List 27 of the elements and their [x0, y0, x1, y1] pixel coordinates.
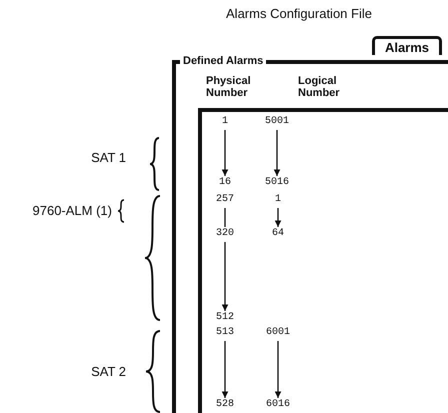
number-value: 5001	[259, 116, 295, 128]
group-label: 9760-ALM (1)	[32, 203, 112, 218]
connector-line	[224, 208, 226, 227]
group-label: SAT 1	[91, 150, 126, 165]
column-heading: Physical Number	[206, 75, 252, 99]
column-heading: Logical Number	[298, 75, 341, 99]
group-label: SAT 2	[91, 364, 126, 379]
number-value: 320	[207, 228, 243, 240]
number-value: 512	[207, 312, 243, 324]
arrow	[222, 341, 228, 398]
number-value: 64	[260, 228, 296, 240]
number-value: 6001	[260, 327, 296, 339]
number-value: 5016	[259, 177, 295, 189]
number-value: 16	[207, 177, 243, 189]
tab-label: Alarms	[372, 36, 442, 55]
arrow	[274, 130, 280, 176]
number-value: 528	[207, 399, 243, 411]
arrow	[274, 208, 282, 227]
number-value: 257	[207, 194, 243, 206]
number-value: 1	[207, 116, 243, 128]
title: Alarms Configuration File	[225, 6, 373, 21]
arrow	[222, 130, 228, 176]
arrow	[222, 242, 228, 311]
number-value: 6016	[260, 399, 296, 411]
number-value: 513	[207, 327, 243, 339]
number-value: 1	[260, 194, 296, 206]
arrow	[274, 341, 282, 398]
